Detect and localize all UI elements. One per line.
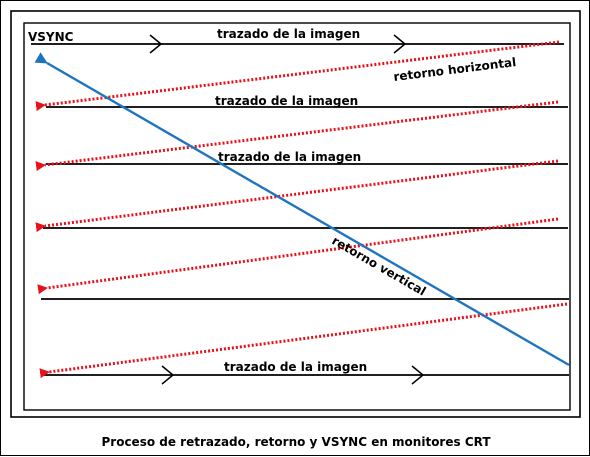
trace-direction-chevron-2 [393, 34, 407, 54]
trace-direction-chevron-1 [149, 34, 163, 54]
trace-label-4: trazado de la imagen [224, 360, 367, 374]
outer-frame [10, 10, 581, 418]
horizontal-return-arrow-4 [37, 217, 559, 295]
inner-frame [23, 22, 571, 411]
figure-caption: Proceso de retrazado, retorno y VSYNC en… [101, 435, 491, 449]
trace-label-1: trazado de la imagen [217, 27, 360, 41]
vertical-return-arrow [34, 52, 570, 367]
trace-label-2: trazado de la imagen [215, 94, 358, 108]
trace-direction-chevron-4 [411, 365, 425, 385]
horizontal-return-arrow-5 [39, 302, 568, 379]
vsync-label: VSYNC [28, 30, 74, 44]
horizontal-return-arrow-3 [35, 159, 559, 233]
trace-label-3: trazado de la imagen [218, 150, 361, 164]
trace-direction-chevron-3 [161, 365, 175, 385]
